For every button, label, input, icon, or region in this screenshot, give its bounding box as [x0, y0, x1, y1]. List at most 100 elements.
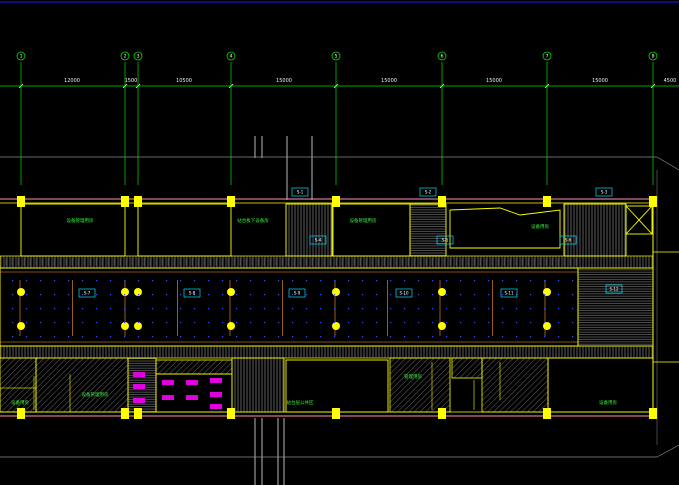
column-top	[17, 196, 25, 207]
floor-dot	[292, 280, 294, 282]
axis-bubble	[331, 51, 341, 61]
floor-dot	[432, 336, 434, 338]
column-bottom	[543, 408, 551, 419]
floor-dot	[558, 322, 560, 324]
room-label: 设备用房	[531, 223, 549, 230]
floor-dot	[222, 322, 224, 324]
tag-box	[288, 288, 306, 298]
floor-dot	[68, 336, 70, 338]
tag-label: S-4	[315, 238, 322, 243]
floor-dot	[516, 294, 518, 296]
floor-dot	[82, 336, 84, 338]
dimension-label: 15000	[486, 78, 502, 84]
floor-dot	[68, 322, 70, 324]
floor-dot	[110, 308, 112, 310]
floor-dot	[278, 308, 280, 310]
floor-dot	[502, 308, 504, 310]
column-bottom	[121, 408, 129, 419]
floor-dot	[376, 322, 378, 324]
floor-dot	[418, 294, 420, 296]
floor-dot	[110, 294, 112, 296]
floor-dot	[222, 308, 224, 310]
platform-column	[227, 288, 235, 296]
floor-dot	[250, 322, 252, 324]
floor-dot	[12, 322, 14, 324]
platform-column	[134, 322, 142, 330]
room-label: 管理用房	[404, 373, 422, 380]
tag-label: S-7	[84, 291, 91, 296]
floor-dot	[96, 336, 98, 338]
floor-dot	[180, 294, 182, 296]
floor-dot	[138, 280, 140, 282]
floor-dot	[26, 336, 28, 338]
floor-dot	[404, 294, 406, 296]
column-top	[134, 196, 142, 207]
floor-dot	[292, 322, 294, 324]
dimension-label: 1500	[125, 78, 138, 84]
axis-label: 5	[335, 54, 338, 60]
floor-dot	[152, 280, 154, 282]
floor-dot	[376, 308, 378, 310]
floor-dot	[544, 308, 546, 310]
floor-dot	[124, 308, 126, 310]
platform-column	[438, 322, 446, 330]
floor-dot	[362, 322, 364, 324]
floor-dot	[194, 280, 196, 282]
floor-dot	[348, 280, 350, 282]
room-label: 设备管理用房	[67, 217, 94, 224]
floor-dot	[124, 280, 126, 282]
floor-dot	[278, 336, 280, 338]
platform-column	[332, 288, 340, 296]
floor-dot	[558, 336, 560, 338]
floor-dot	[40, 308, 42, 310]
floor-dot	[306, 280, 308, 282]
floor-dot	[474, 322, 476, 324]
floor-dot	[572, 322, 574, 324]
floor-dot	[208, 322, 210, 324]
column-top	[543, 196, 551, 207]
floor-dot	[348, 322, 350, 324]
floor-dot	[250, 280, 252, 282]
floor-dot	[54, 308, 56, 310]
floor-dot	[530, 336, 532, 338]
axis-label: 7	[546, 54, 549, 60]
floor-dot	[404, 280, 406, 282]
floor-dot	[306, 308, 308, 310]
floor-dot	[320, 322, 322, 324]
floor-dot	[516, 336, 518, 338]
floor-dot	[26, 322, 28, 324]
equipment-unit	[133, 384, 145, 389]
floor-dot	[362, 308, 364, 310]
floor-dot	[558, 308, 560, 310]
tag-box	[500, 288, 518, 298]
floor-dot	[390, 294, 392, 296]
floor-dot	[40, 280, 42, 282]
floor-dot	[222, 294, 224, 296]
platform-column	[121, 322, 129, 330]
platform-column	[17, 288, 25, 296]
floor-dot	[572, 308, 574, 310]
floor-dot	[404, 322, 406, 324]
floor-dot	[68, 294, 70, 296]
floor-dot	[502, 322, 504, 324]
floor-dot	[376, 336, 378, 338]
tag-label: S-9	[294, 291, 301, 296]
floor-dot	[110, 336, 112, 338]
platform-column	[17, 322, 25, 330]
upper-rooms	[20, 203, 653, 257]
column-top	[332, 196, 340, 207]
floor-dot	[264, 294, 266, 296]
floor-dot	[488, 336, 490, 338]
equipment-unit	[210, 404, 222, 409]
floor-dot	[208, 294, 210, 296]
floor-dot	[54, 336, 56, 338]
floor-dot	[390, 280, 392, 282]
floor-dot	[54, 280, 56, 282]
floor-dot	[572, 336, 574, 338]
floor-dot	[236, 294, 238, 296]
floor-dot	[82, 280, 84, 282]
floor-dot	[166, 294, 168, 296]
